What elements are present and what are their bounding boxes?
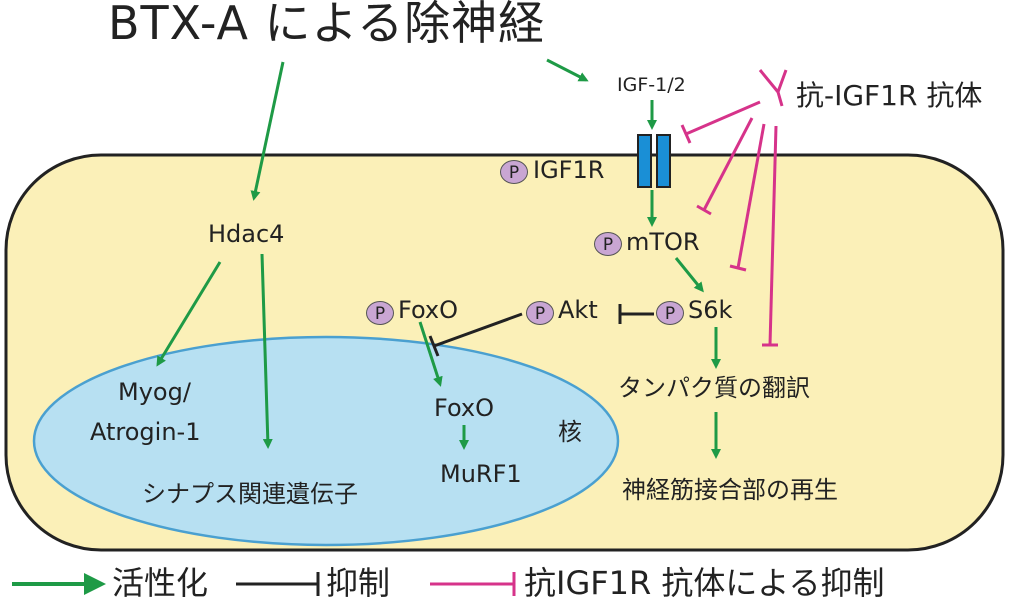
legend-inhibition-label: 抑制 — [326, 564, 391, 602]
nucleus — [32, 335, 620, 547]
phospho-icon-s6k: P — [656, 301, 684, 325]
phospho-icon-mtor: P — [594, 232, 622, 256]
label-nucleus: 核 — [558, 418, 582, 446]
label-synaptic-genes: シナプス関連遺伝子 — [142, 480, 358, 508]
legend-antibody-inhibition-symbol — [430, 572, 516, 596]
ab-inhibit-line-2-bar — [696, 204, 712, 216]
label-hdac4: Hdac4 — [208, 220, 285, 248]
label-foxo-cytoplasm: FoxO — [398, 296, 458, 324]
legend-activation-label: 活性化 — [112, 564, 209, 602]
label-nmj-regeneration: 神経筋接合部の再生 — [622, 476, 838, 504]
arrow-btx-to-hdac4 — [250, 61, 285, 201]
diagram-title: BTX-A による除神経 — [108, 0, 546, 50]
ab-inhibit-line-4 — [768, 125, 778, 346]
inhibit-akt-to-foxo-bar — [428, 335, 440, 357]
antibody-icon — [758, 69, 788, 107]
legend-antibody-inhibition-label: 抗IGF1R 抗体による抑制 — [524, 564, 885, 602]
label-murf1: MuRF1 — [440, 460, 522, 488]
arrow-foxo-to-nucleus — [418, 321, 443, 387]
ab-inhibit-receptor — [685, 100, 761, 136]
label-igf1r: IGF1R — [533, 156, 605, 184]
arrow-hdac4-to-synaptic — [260, 253, 273, 449]
phospho-icon-akt: P — [526, 301, 554, 325]
legend-inhibition-symbol — [236, 572, 320, 596]
receptor-left-bar — [637, 134, 652, 188]
arrow-mtor-to-s6k — [674, 257, 704, 293]
label-foxo-nucleus: FoxO — [434, 394, 494, 422]
label-myog: Myog/ — [118, 378, 191, 406]
label-atrogin-1: Atrogin-1 — [90, 418, 201, 446]
label-s6k: S6k — [688, 296, 733, 324]
label-mtor: mTOR — [626, 228, 700, 256]
ab-inhibit-line-2 — [702, 117, 754, 211]
label-anti-igf1r-antibody: 抗-IGF1R 抗体 — [796, 79, 983, 112]
receptor-right-bar — [656, 134, 671, 188]
inhibit-akt-to-foxo — [433, 312, 523, 348]
arrow-hdac4-to-myog — [156, 261, 222, 367]
ab-inhibit-receptor-bar — [680, 124, 692, 144]
arrow-btx-to-igf — [546, 58, 589, 82]
label-akt: Akt — [558, 296, 598, 324]
label-protein-translation: タンパク質の翻訳 — [618, 374, 810, 402]
phospho-icon-igf1r: P — [500, 160, 528, 184]
ab-inhibit-line-3-bar — [729, 264, 747, 272]
ab-inhibit-line-3 — [736, 123, 766, 269]
phospho-icon-foxo: P — [366, 301, 394, 325]
label-igf: IGF-1/2 — [617, 74, 686, 96]
